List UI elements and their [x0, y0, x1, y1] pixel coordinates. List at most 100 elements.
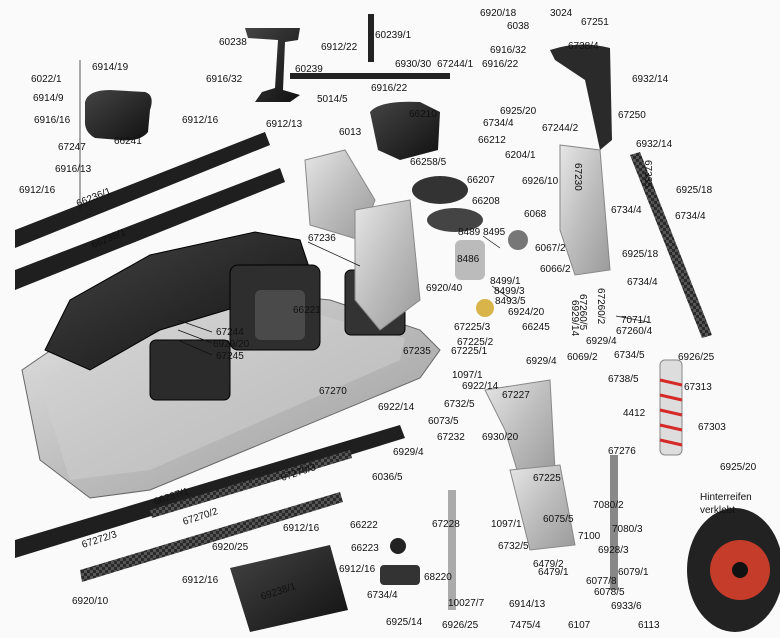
part-number-label: 6929/4 — [393, 447, 424, 458]
part-number-label: 6924/20 — [508, 307, 545, 318]
part-number-label: 67270/2 — [182, 506, 220, 528]
part-number-label: 8489 — [458, 227, 481, 238]
part-number-label: 6925/18 — [676, 185, 713, 196]
part-number-label: 6912/16 — [339, 564, 376, 575]
part-number-label: 67225/2 — [457, 337, 494, 348]
rear-wing-67250 — [550, 44, 612, 150]
part-number-label: 6013 — [339, 127, 362, 138]
part-number-label: 6930/30 — [395, 59, 432, 70]
part-number-label: 7080/2 — [593, 500, 624, 511]
part-number-label: 67303 — [698, 422, 726, 433]
part-number-label: 6920/40 — [426, 283, 463, 294]
part-number-label: 66223 — [351, 543, 379, 554]
part-68220 — [380, 565, 420, 585]
part-number-label: 1097/1 — [491, 519, 522, 530]
part-number-label: 66207 — [467, 175, 495, 186]
part-number-label: 66222 — [350, 520, 378, 531]
part-number-label: 6038 — [507, 21, 530, 32]
part-number-label: 7100 — [578, 531, 601, 542]
part-number-label: 6920/10 — [72, 596, 109, 607]
carbon-strip-67270-2 — [80, 492, 343, 582]
part-number-label: 6925/14 — [386, 617, 423, 628]
part-number-label: 6912/16 — [283, 523, 320, 534]
part-number-label: 67260/4 — [616, 326, 653, 337]
part-number-label: 8499/1 — [490, 276, 521, 287]
part-number-label: 66258/5 — [410, 157, 447, 168]
part-number-label: 6068 — [524, 209, 547, 220]
part-number-label: 6929/4 — [526, 356, 557, 367]
rear-wheel — [687, 508, 780, 632]
part-number-label: 67260/2 — [595, 288, 606, 325]
shock-67303 — [659, 359, 683, 456]
part-number-label: 6914/9 — [33, 93, 64, 104]
part-number-label: 66221 — [293, 305, 321, 316]
part-number-label: 67225/1 — [451, 346, 488, 357]
part-number-label: 6929/20 — [213, 339, 250, 350]
part-number-label: 10027/7 — [448, 598, 485, 609]
part-number-label: 6732/5 — [444, 399, 475, 410]
part-number-label: 6916/16 — [34, 115, 71, 126]
part-number-label: 7475/4 — [510, 620, 541, 631]
part-number-label: 67276 — [608, 446, 636, 457]
radio-box — [84, 90, 152, 141]
part-number-label: 6734/4 — [675, 211, 706, 222]
rear-tire-note-line: Hinterreifen — [700, 492, 752, 503]
part-number-label: 66210 — [409, 109, 437, 120]
part-number-label: 6022/1 — [31, 74, 62, 85]
carbon-rod-67335 — [630, 152, 712, 338]
part-number-label: 67244/2 — [542, 123, 579, 134]
part-number-label: 6925/20 — [500, 106, 537, 117]
part-number-label: 6113 — [638, 620, 660, 631]
mount-66210 — [370, 101, 440, 160]
part-number-label: 6078/5 — [594, 587, 625, 598]
part-number-label: 6916/22 — [371, 83, 408, 94]
part-number-label: 6926/10 — [522, 176, 559, 187]
part-number-label: 67244 — [216, 327, 244, 338]
part-number-label: 8495 — [483, 227, 506, 238]
part-number-label: 6204/1 — [505, 150, 536, 161]
side-rail-66237 — [15, 425, 405, 558]
part-number-label: 66208 — [472, 196, 500, 207]
part-number-label: 6916/13 — [55, 164, 92, 175]
carbon-strip-67270-3 — [150, 450, 352, 518]
part-number-label: 6734/4 — [611, 205, 642, 216]
part-number-label: 6075/5 — [543, 514, 574, 525]
part-number-label: 6929/14 — [569, 300, 580, 337]
part-number-label: 67260/5 — [577, 294, 588, 331]
part-number-label: 6066/2 — [540, 264, 571, 275]
part-number-label: 8493/5 — [495, 296, 526, 307]
part-number-label: 7080/3 — [612, 524, 643, 535]
part-number-label: 5014/5 — [317, 94, 348, 105]
rod-67228 — [448, 490, 456, 610]
block-69238 — [230, 545, 348, 632]
side-rail-66235 — [15, 168, 285, 290]
axle-67276 — [610, 455, 618, 590]
part-number-label: 6912/16 — [19, 185, 56, 196]
part-number-label: 6912/16 — [182, 575, 219, 586]
part-number-label: 6479/1 — [538, 567, 569, 578]
part-number-label: 66241 — [114, 136, 142, 147]
part-number-label: 4412 — [623, 408, 646, 419]
part-number-label: 6920/18 — [480, 8, 517, 19]
part-number-label: 67232 — [437, 432, 465, 443]
part-number-label: 6925/20 — [720, 462, 757, 473]
part-number-label: 6933/6 — [611, 601, 642, 612]
part-number-label: 67313 — [684, 382, 712, 393]
part-number-label: 6734/4 — [483, 118, 514, 129]
side-rail-66236 — [15, 132, 270, 248]
servo-tray — [149, 339, 231, 401]
part-number-label: 67244/1 — [437, 59, 474, 70]
rear-arms — [484, 379, 576, 551]
part-number-label: 66212 — [478, 135, 506, 146]
part-number-label: 67247 — [58, 142, 86, 153]
part-number-label: 67228 — [432, 519, 460, 530]
part-number-label: 6738/4 — [568, 41, 599, 52]
part-number-label: 67235 — [403, 346, 431, 357]
engine-mount-brackets — [304, 144, 611, 331]
part-number-label: 6930/20 — [482, 432, 519, 443]
part-number-label: 67335 — [642, 160, 653, 188]
gear-assembly — [412, 176, 528, 317]
